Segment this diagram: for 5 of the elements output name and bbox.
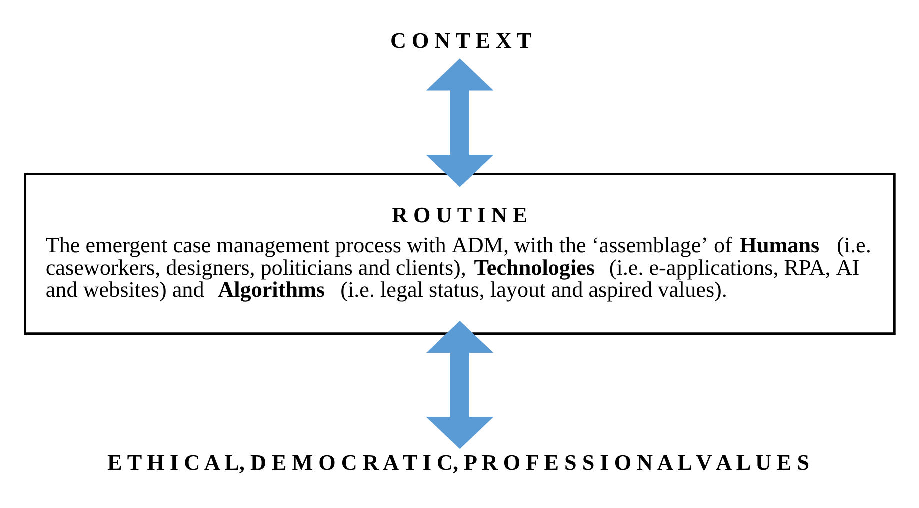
arrow bbox=[426, 321, 494, 450]
node-text: E T H I C A L, D E M O C R A T I C, P R O F E S S I O N A L V A L U E S bbox=[107, 450, 810, 476]
node-text: C O N T E X T bbox=[390, 28, 532, 54]
node-box: R O U T I N E The emergent case management process with ADM, with the ‘assemblage’ of Humans (i.e. caseworkers, designers, politicians and clients), Technologies (i.e. e-applications, RPA, AI and websites) and Algorithms (i.e. legal status, layout and aspired values). bbox=[24, 173, 896, 335]
arrow bbox=[426, 58, 494, 188]
